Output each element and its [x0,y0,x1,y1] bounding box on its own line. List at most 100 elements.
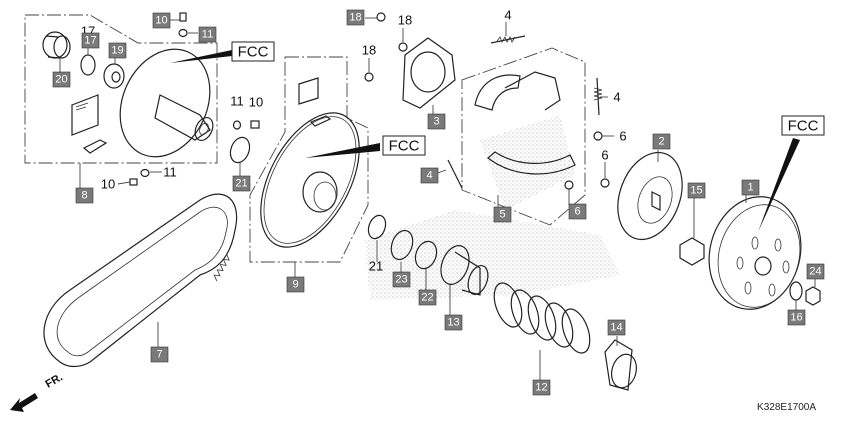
svg-text:22: 22 [421,292,433,304]
svg-text:23: 23 [395,274,407,286]
clutch-outer-part [708,196,802,310]
badge-14: 14 [607,319,626,336]
fcc-pointer [170,50,232,63]
oil-seal-part [367,214,387,240]
badge-3: 3 [427,113,446,130]
svg-text:4: 4 [426,170,432,182]
svg-text:17: 17 [84,35,96,47]
o-ring-part [414,240,438,270]
label-4: 4 [504,8,511,23]
badge-4: 4 [420,167,439,184]
fcc-tag-text: FCC [389,138,420,155]
badge-8: 8 [75,187,94,204]
movable-driven-face-part [260,77,360,248]
svg-text:1: 1 [747,182,753,194]
assembly-5-outline [461,47,586,226]
instruction-card-part [71,94,99,136]
front-direction-arrow: FR. [10,371,65,412]
badge-12: 12 [532,379,551,396]
drawing-code: K328E1700A [757,402,816,413]
clutch-shoe-part [474,71,576,175]
spring-part [493,282,591,354]
svg-text:5: 5 [499,209,505,221]
badge-2: 2 [652,133,671,150]
label-10: 10 [249,95,263,110]
label-18: 18 [398,13,412,28]
o-ring-part [390,229,414,261]
drive-belt-part [43,193,238,368]
badge-24: 24 [806,263,825,280]
leader-lines [59,17,816,380]
fcc-tag-text: FCC [788,118,819,135]
fcc-tag: FCC [781,115,825,136]
svg-text:9: 9 [292,279,298,291]
nut-part [564,180,574,190]
label-11: 11 [230,94,244,109]
label-21: 21 [369,259,383,274]
driven-face-part [119,48,214,158]
badge-23: 23 [392,271,411,288]
fcc-pointer [305,143,380,158]
badge-20: 20 [52,71,71,88]
nut-part [600,178,610,188]
front-direction-label: FR. [44,371,65,390]
label-18: 18 [362,43,376,58]
badge-7: 7 [150,346,169,363]
badge-5: 5 [493,206,512,223]
badge-10: 10 [152,12,171,29]
badge-15: 15 [687,182,706,199]
fcc-pointer [758,138,800,232]
svg-text:3: 3 [433,116,439,128]
svg-text:11: 11 [202,29,213,41]
svg-text:15: 15 [690,185,702,197]
badge-11: 11 [198,26,217,43]
svg-text:20: 20 [55,74,67,86]
svg-text:7: 7 [156,349,162,361]
svg-text:21: 21 [235,178,247,190]
assembly-8-outline [24,14,218,164]
badge-6: 6 [568,203,587,220]
label-6: 6 [619,129,626,144]
nut-part [593,131,603,141]
nut-part [805,286,821,306]
svg-text:6: 6 [574,206,580,218]
drive-plate-part [617,151,683,241]
svg-text:24: 24 [809,266,821,278]
fcc-tag: FCC [231,41,275,62]
svg-text:8: 8 [81,190,87,202]
washer-part [789,281,803,301]
svg-text:13: 13 [447,317,459,329]
part-badges: 10 11 17 19 20 8 21 18 3 4 5 6 2 15 1 9 … [52,9,825,396]
svg-text:2: 2 [658,136,664,148]
nut-part [679,237,705,266]
badge-22: 22 [418,289,437,306]
needle-bearing-part [42,31,71,59]
badge-13: 13 [444,314,463,331]
svg-text:16: 16 [790,312,802,324]
nut-parts [364,12,408,82]
collar-part [604,339,637,391]
bearing-part [103,63,125,89]
badge-21: 21 [232,175,251,192]
svg-text:18: 18 [349,12,361,24]
fcc-tag-text: FCC [238,44,269,61]
fcc-tag: FCC [382,135,426,156]
badge-17: 17 [81,32,100,49]
assembly-9-outline [249,56,369,263]
seal-collar-part [440,245,489,296]
spring-parts [447,35,603,189]
badge-19: 19 [108,42,127,59]
circlip-part [80,54,96,76]
svg-text:10: 10 [155,15,167,27]
oil-seal-part [229,136,251,164]
svg-text:19: 19 [111,45,123,57]
badge-16: 16 [787,309,806,326]
badge-1: 1 [741,179,760,196]
label-4: 4 [613,90,620,105]
badge-18: 18 [346,9,365,26]
gasket-plate-part [402,37,456,109]
label-10: 10 [101,177,115,192]
svg-text:14: 14 [610,322,622,334]
grease-tube-part [82,139,108,154]
label-11: 11 [163,165,177,180]
